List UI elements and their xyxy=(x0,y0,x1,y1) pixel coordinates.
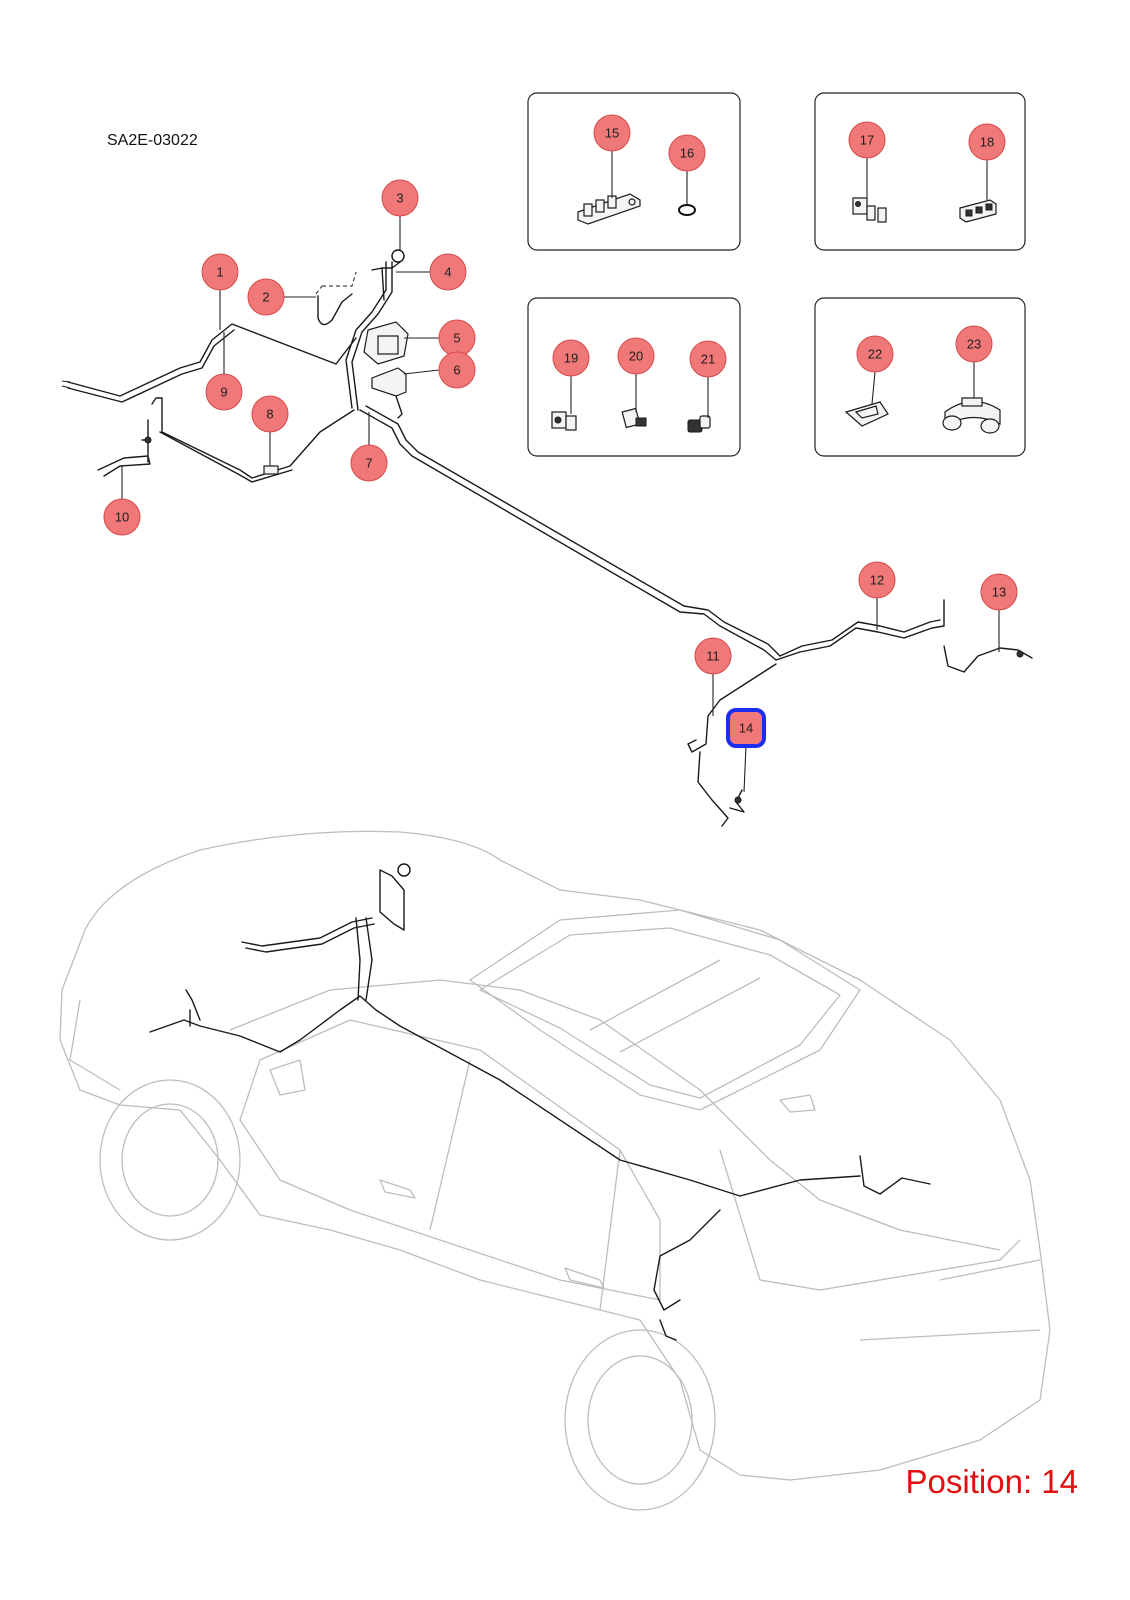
callout-circle xyxy=(552,339,590,377)
callout-14[interactable]: 14 xyxy=(726,708,766,793)
callout-1[interactable]: 1 xyxy=(201,253,239,330)
clip-part-20 xyxy=(621,407,647,429)
car-outline xyxy=(59,830,1051,1511)
callout-5[interactable]: 5 xyxy=(404,319,476,357)
callout-circle xyxy=(694,637,732,675)
clip-part-18 xyxy=(959,199,997,223)
callout-circle xyxy=(858,561,896,599)
callout-16[interactable]: 16 xyxy=(668,134,706,204)
detail-box-17-18 xyxy=(814,92,1026,251)
callout-circle xyxy=(617,337,655,375)
car-brake-lines xyxy=(149,863,931,1341)
callout-4[interactable]: 4 xyxy=(396,253,467,291)
callout-number: 20 xyxy=(629,349,643,364)
callout-15[interactable]: 15 xyxy=(593,114,631,198)
callout-17[interactable]: 17 xyxy=(848,121,886,204)
position-label: Position: 14 xyxy=(905,1463,1078,1500)
callout-circle xyxy=(247,278,285,316)
callout-number: 21 xyxy=(701,352,715,367)
callout-leader-line xyxy=(743,745,747,793)
callout-number: 4 xyxy=(444,265,451,280)
callout-23[interactable]: 23 xyxy=(955,325,993,398)
callout-number: 12 xyxy=(870,573,884,588)
clip-part-19 xyxy=(551,411,577,431)
callout-8[interactable]: 8 xyxy=(251,395,289,466)
highlight-frame xyxy=(726,708,766,748)
callout-circle xyxy=(848,121,886,159)
bracket-part-23 xyxy=(942,397,1001,434)
callout-number: 6 xyxy=(453,363,460,378)
bolt-part-21 xyxy=(687,415,711,433)
callout-number: 9 xyxy=(220,385,227,400)
clip-part-17 xyxy=(852,197,887,223)
callout-leader-line xyxy=(871,371,876,405)
callout-number: 5 xyxy=(453,331,460,346)
callout-2[interactable]: 2 xyxy=(247,278,316,316)
callout-22[interactable]: 22 xyxy=(856,335,894,405)
callout-6[interactable]: 6 xyxy=(403,351,476,389)
callout-circle xyxy=(593,114,631,152)
brake-pipe-assembly xyxy=(61,249,1033,827)
callout-11[interactable]: 11 xyxy=(694,637,732,716)
callout-number: 13 xyxy=(992,585,1006,600)
callout-9[interactable]: 9 xyxy=(205,332,243,411)
callout-number: 18 xyxy=(980,135,994,150)
callout-10[interactable]: 10 xyxy=(103,466,141,536)
callout-circle xyxy=(201,253,239,291)
callout-circle xyxy=(955,325,993,363)
callout-circle xyxy=(350,444,388,482)
callout-number: 2 xyxy=(262,290,269,305)
callout-circle xyxy=(381,179,419,217)
callout-18[interactable]: 18 xyxy=(968,123,1006,200)
callout-circle xyxy=(689,340,727,378)
callout-number: 3 xyxy=(396,191,403,206)
callout-circle xyxy=(438,351,476,389)
callout-12[interactable]: 12 xyxy=(858,561,896,630)
callout-leader-line xyxy=(403,369,440,375)
callout-20[interactable]: 20 xyxy=(617,337,655,412)
detail-box-19-21 xyxy=(527,297,741,457)
detail-box-15-16 xyxy=(527,92,741,251)
callout-number: 1 xyxy=(216,265,223,280)
callout-3[interactable]: 3 xyxy=(381,179,419,250)
callout-19[interactable]: 19 xyxy=(552,339,590,414)
callout-circle xyxy=(980,573,1018,611)
callout-circle xyxy=(205,373,243,411)
callout-7[interactable]: 7 xyxy=(350,412,388,482)
callout-number: 11 xyxy=(706,649,720,664)
callout-13[interactable]: 13 xyxy=(980,573,1018,652)
callout-number: 15 xyxy=(605,126,619,141)
bracket-part-22 xyxy=(844,401,889,427)
callout-number: 17 xyxy=(860,133,874,148)
callout-number: 10 xyxy=(115,510,129,525)
callout-circle xyxy=(668,134,706,172)
callout-21[interactable]: 21 xyxy=(689,340,727,418)
callout-number: 7 xyxy=(365,456,372,471)
callout-number: 8 xyxy=(266,407,273,422)
callout-circle xyxy=(251,395,289,433)
callout-circle xyxy=(429,253,467,291)
callout-circle xyxy=(856,335,894,373)
callout-number: 14 xyxy=(739,721,753,736)
callout-number: 23 xyxy=(967,337,981,352)
callout-number: 16 xyxy=(680,146,694,161)
detail-box-22-23 xyxy=(814,297,1026,457)
washer-part xyxy=(678,204,696,216)
callout-circle xyxy=(103,498,141,536)
callout-number: 22 xyxy=(868,347,882,362)
callout-circle xyxy=(968,123,1006,161)
diagram-code: SA2E-03022 xyxy=(107,132,198,149)
callout-number: 19 xyxy=(564,351,578,366)
